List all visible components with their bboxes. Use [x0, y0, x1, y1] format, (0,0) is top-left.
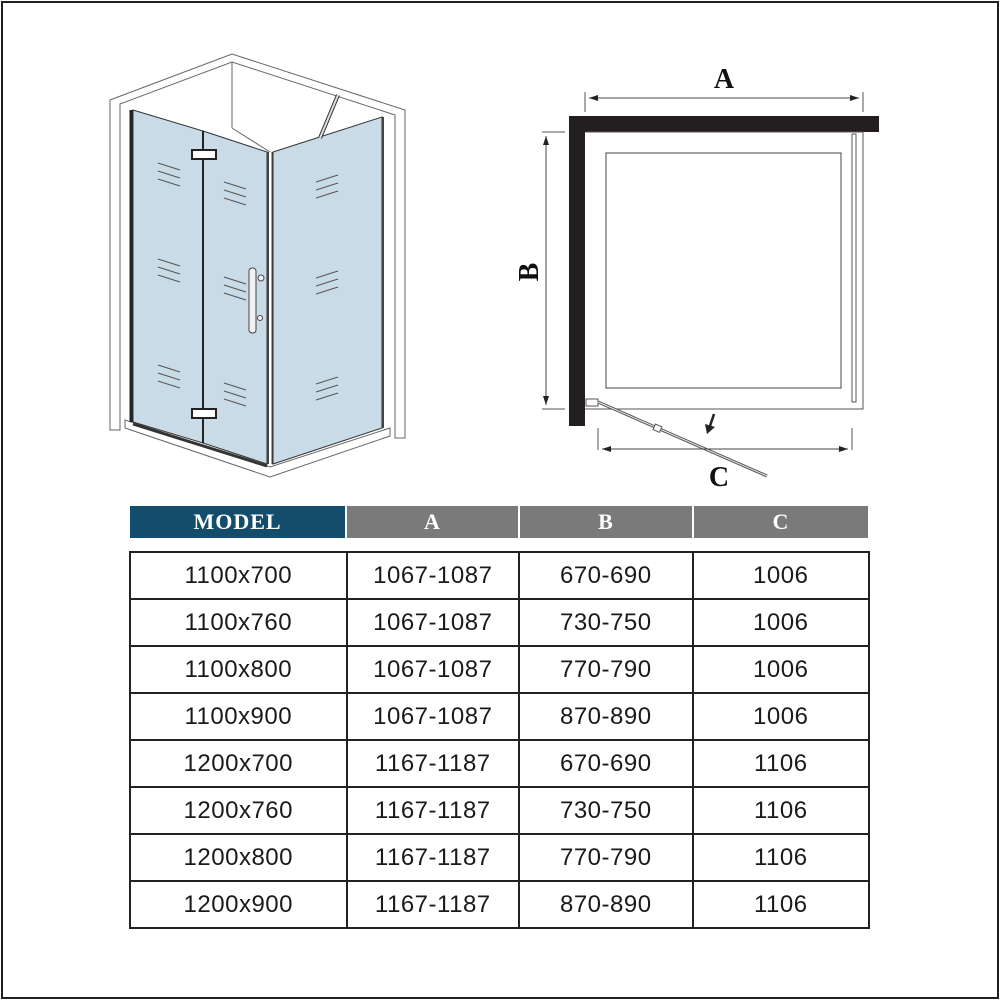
cell-model: 1200x800 [129, 833, 348, 882]
cell-c: 1106 [691, 739, 870, 788]
cell-a: 1067-1087 [345, 551, 521, 600]
cell-b: 870-890 [518, 692, 694, 741]
table-row: 1100x700 1067-1087 670-690 1006 [129, 551, 870, 600]
cell-model: 1100x800 [129, 645, 348, 694]
dimension-label-a: A [714, 64, 735, 95]
cell-model: 1200x900 [129, 880, 348, 929]
header-b: B [520, 506, 692, 538]
cell-c: 1106 [691, 833, 870, 882]
cell-a: 1167-1187 [345, 786, 521, 835]
shower-enclosure-diagrams: A B C [109, 53, 879, 493]
header-model: MODEL [130, 506, 345, 538]
cell-model: 1200x700 [129, 739, 348, 788]
cell-a: 1167-1187 [345, 833, 521, 882]
cell-model: 1100x900 [129, 692, 348, 741]
cell-b: 730-750 [518, 786, 694, 835]
cell-a: 1067-1087 [345, 645, 521, 694]
header-c: C [694, 506, 868, 538]
cell-c: 1006 [691, 645, 870, 694]
cell-a: 1067-1087 [345, 692, 521, 741]
table-row: 1200x800 1167-1187 770-790 1106 [129, 833, 870, 882]
cell-c: 1106 [691, 786, 870, 835]
plan-view-diagram: A B C [514, 64, 879, 493]
cell-b: 670-690 [518, 739, 694, 788]
dimension-label-b: B [514, 263, 545, 282]
cell-model: 1100x760 [129, 598, 348, 647]
cell-b: 870-890 [518, 880, 694, 929]
table-row: 1100x800 1067-1087 770-790 1006 [129, 645, 870, 694]
cell-c: 1106 [691, 880, 870, 929]
cell-model: 1100x700 [129, 551, 348, 600]
header-a: A [347, 506, 518, 538]
cell-b: 730-750 [518, 598, 694, 647]
cell-b: 670-690 [518, 551, 694, 600]
cell-c: 1006 [691, 551, 870, 600]
cell-c: 1006 [691, 598, 870, 647]
table-row: 1100x900 1067-1087 870-890 1006 [129, 692, 870, 741]
cell-b: 770-790 [518, 645, 694, 694]
cell-a: 1067-1087 [345, 598, 521, 647]
cell-a: 1167-1187 [345, 880, 521, 929]
cell-a: 1167-1187 [345, 739, 521, 788]
table-row: 1200x700 1167-1187 670-690 1106 [129, 739, 870, 788]
cell-c: 1006 [691, 692, 870, 741]
table-row: 1100x760 1067-1087 730-750 1006 [129, 598, 870, 647]
isometric-shower-illustration [109, 53, 406, 478]
cell-b: 770-790 [518, 833, 694, 882]
dimension-label-c: C [709, 462, 729, 493]
model-dimensions-table: 1100x700 1067-1087 670-690 1006 1100x760… [129, 551, 870, 929]
cell-model: 1200x760 [129, 786, 348, 835]
table-row: 1200x760 1167-1187 730-750 1106 [129, 786, 870, 835]
table-row: 1200x900 1167-1187 870-890 1106 [129, 880, 870, 929]
